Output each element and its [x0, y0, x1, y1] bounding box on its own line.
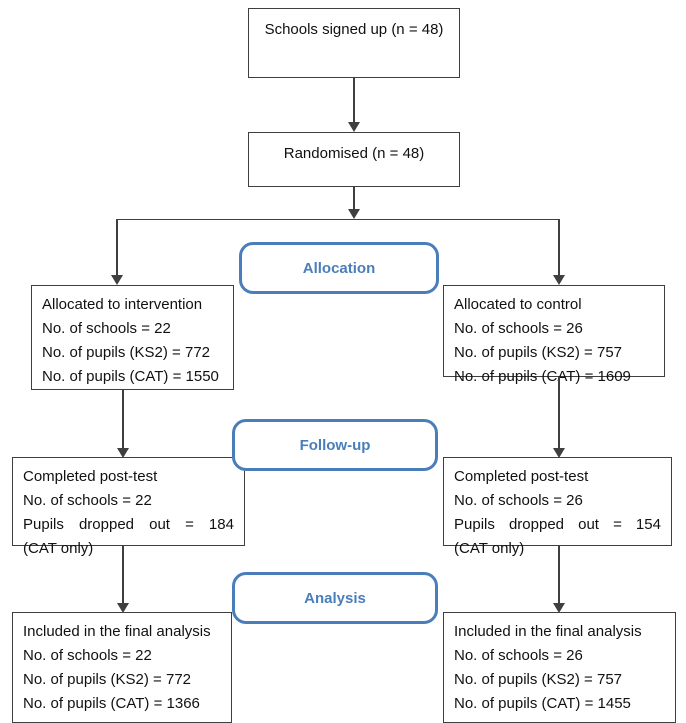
node-followup-control-line-3-word-2: dropped [508, 516, 565, 533]
node-followup-intervention: Completed post-test No. of schools = 22 … [12, 457, 245, 557]
node-allocated-control-line-4: No. of pupils (CAT) = 1609 [454, 368, 631, 385]
connector-randomised-to-split [353, 187, 355, 213]
arrowhead-analysis-control [553, 603, 565, 613]
node-analysis-intervention-line-2: No. of schools = 22 [23, 647, 152, 664]
arrowhead-followup-control [553, 448, 565, 458]
node-followup-control-line-3-word-1: Pupils [454, 516, 495, 533]
stage-label-allocation-text: Allocation [302, 259, 376, 277]
node-analysis-intervention-line-3: No. of pupils (KS2) = 772 [23, 671, 192, 688]
node-analysis-intervention: Included in the final analysis No. of sc… [12, 612, 232, 723]
node-analysis-control: Included in the final analysis No. of sc… [443, 612, 676, 723]
node-schools-signed-up: Schools signed up (n = 48) [248, 8, 460, 78]
node-followup-control-line-3: Pupils dropped out = 154 [454, 513, 661, 537]
node-followup-intervention-line-3-word-4: = [185, 516, 194, 533]
stage-label-analysis: Analysis [232, 572, 438, 624]
node-allocated-control-line-2: No. of schools = 26 [454, 320, 583, 337]
node-followup-intervention-line-3-word-3: out [149, 516, 170, 533]
node-followup-control-line-3-word-4: = [613, 516, 622, 533]
node-allocated-intervention-line-2: No. of schools = 22 [42, 320, 171, 337]
connector-split-to-allocation-control [558, 219, 560, 279]
arrowhead-analysis-intervention [117, 603, 129, 613]
node-randomised: Randomised (n = 48) [248, 132, 460, 187]
node-analysis-control-line-1: Included in the final analysis [454, 623, 642, 640]
node-allocated-intervention: Allocated to intervention No. of schools… [31, 285, 234, 390]
node-followup-intervention-line-3-word-5: 184 [208, 516, 234, 533]
node-followup-control-line-1: Completed post-test [454, 468, 589, 485]
node-allocated-control-line-3: No. of pupils (KS2) = 757 [454, 344, 623, 361]
connector-allocation-to-followup-intervention [122, 390, 124, 452]
arrowhead-split [348, 209, 360, 219]
arrowhead-allocation-intervention [111, 275, 123, 285]
node-analysis-intervention-line-4: No. of pupils (CAT) = 1366 [23, 695, 200, 712]
node-allocated-control: Allocated to control No. of schools = 26… [443, 285, 665, 385]
arrowhead-followup-intervention [117, 448, 129, 458]
node-followup-intervention-line-4: (CAT only) [23, 540, 94, 557]
node-followup-intervention-line-3-word-2: dropped [78, 516, 135, 533]
connector-followup-to-analysis-control [558, 546, 560, 608]
stage-label-allocation: Allocation [239, 242, 439, 294]
node-followup-intervention-line-1: Completed post-test [23, 468, 158, 485]
node-analysis-control-line-4: No. of pupils (CAT) = 1455 [454, 695, 631, 712]
stage-label-followup: Follow-up [232, 419, 438, 471]
arrowhead-randomised [348, 122, 360, 132]
connector-followup-to-analysis-intervention [122, 546, 124, 608]
stage-label-analysis-text: Analysis [304, 589, 366, 607]
node-schools-signed-up-line-1: Schools signed up (n = 48) [264, 21, 444, 38]
node-followup-control-line-4: (CAT only) [454, 540, 525, 557]
node-allocated-control-line-1: Allocated to control [454, 296, 582, 313]
node-analysis-control-line-3: No. of pupils (KS2) = 757 [454, 671, 623, 688]
node-followup-control: Completed post-test No. of schools = 26 … [443, 457, 672, 557]
node-followup-control-line-3-word-3: out [578, 516, 599, 533]
node-followup-intervention-line-3: Pupils dropped out = 184 [23, 513, 234, 537]
node-allocated-intervention-line-4: No. of pupils (CAT) = 1550 [42, 368, 219, 385]
connector-split-horizontal [117, 219, 560, 220]
node-analysis-control-line-2: No. of schools = 26 [454, 647, 583, 664]
node-allocated-intervention-line-1: Allocated to intervention [42, 296, 203, 313]
node-analysis-intervention-line-1: Included in the final analysis [23, 623, 211, 640]
stage-label-followup-text: Follow-up [299, 436, 371, 454]
node-followup-control-line-2: No. of schools = 26 [454, 492, 583, 509]
arrowhead-allocation-control [553, 275, 565, 285]
node-randomised-line-1: Randomised (n = 48) [283, 145, 425, 162]
node-followup-control-line-3-word-5: 154 [635, 516, 661, 533]
node-followup-intervention-line-3-word-1: Pupils [23, 516, 64, 533]
node-followup-intervention-line-2: No. of schools = 22 [23, 492, 152, 509]
connector-allocation-to-followup-control [558, 377, 560, 452]
connector-enrolment-to-randomised [353, 78, 355, 125]
node-allocated-intervention-line-3: No. of pupils (KS2) = 772 [42, 344, 211, 361]
connector-split-to-allocation-intervention [116, 219, 118, 279]
